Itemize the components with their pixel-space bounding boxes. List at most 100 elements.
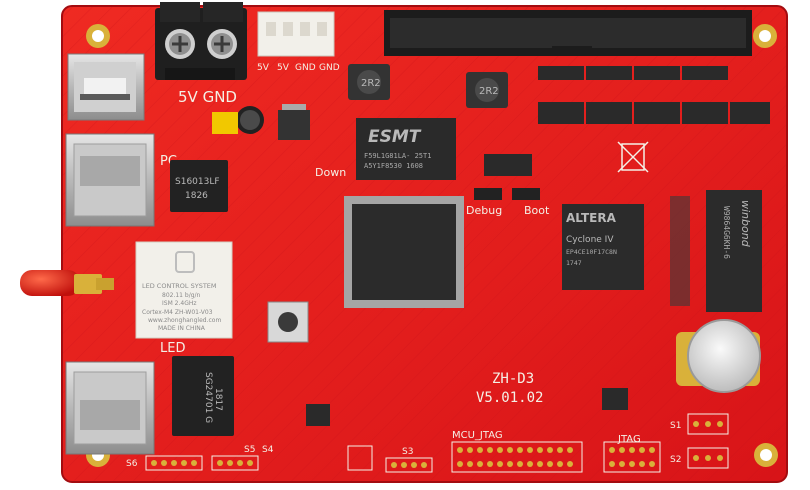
- pin-header-jtag: [603, 441, 661, 473]
- header-pin: [507, 447, 513, 453]
- header-pin: [629, 447, 635, 453]
- mcu-jtag-label: MCU_JTAG: [452, 430, 503, 441]
- header-pin: [693, 455, 699, 461]
- pin-header-s4: [347, 445, 373, 471]
- svg-text:SG24701 G: SG24701 G: [203, 372, 213, 423]
- header-pin: [237, 460, 243, 466]
- header-pin: [191, 460, 197, 466]
- down-label: Down: [315, 166, 346, 179]
- header-pin: [567, 447, 573, 453]
- header-pin: [639, 461, 645, 467]
- svg-text:MADE IN CHINA: MADE IN CHINA: [158, 325, 206, 332]
- s4-label: S4: [262, 445, 274, 455]
- fpga-chip: ALTERA Cyclone IV EP4CE10F17C8N 1747: [562, 204, 644, 290]
- pin-header-s6: [145, 455, 203, 471]
- header-pin: [171, 460, 177, 466]
- s5-label: S5: [244, 445, 255, 455]
- header-pin: [649, 447, 655, 453]
- header-pin: [411, 462, 417, 468]
- header-pin: [477, 461, 483, 467]
- svg-text:EP4CE10F17C8N: EP4CE10F17C8N: [566, 248, 617, 256]
- mounting-hole: [754, 443, 778, 467]
- model-label: ZH-D3: [492, 371, 534, 387]
- header-pin: [507, 461, 513, 467]
- svg-text:Cyclone IV: Cyclone IV: [566, 235, 614, 245]
- header-pin: [649, 461, 655, 467]
- header-pin: [487, 461, 493, 467]
- svg-text:ESMT: ESMT: [368, 127, 422, 147]
- header-pin: [693, 421, 699, 427]
- mounting-hole: [753, 24, 777, 48]
- header-pin: [527, 447, 533, 453]
- reset-button[interactable]: [267, 301, 309, 343]
- svg-text:F59L1G81LA- 25T1: F59L1G81LA- 25T1: [364, 152, 431, 160]
- weee-symbol: [617, 141, 649, 173]
- version-label: V5.01.02: [476, 390, 543, 406]
- power-terminal: [155, 2, 247, 80]
- svg-text:2R2: 2R2: [361, 78, 381, 89]
- header-pin: [717, 455, 723, 461]
- header-pin: [705, 455, 711, 461]
- pin-header-s3: [385, 457, 433, 473]
- debug-label: Debug: [466, 204, 502, 217]
- header-pin: [457, 447, 463, 453]
- s1-label: S1: [670, 421, 681, 431]
- coin-battery: [676, 319, 761, 393]
- svg-text:1826: 1826: [185, 191, 208, 201]
- s3-label: S3: [402, 447, 413, 457]
- s2-label: S2: [670, 455, 681, 465]
- header-pin: [629, 461, 635, 467]
- header-pin: [557, 447, 563, 453]
- flash-chip: ESMT F59L1G81LA- 25T1 A5Y1F8530 1608: [356, 118, 456, 180]
- header-pin: [609, 447, 615, 453]
- header-label-5v-b: 5V: [277, 63, 290, 73]
- svg-text:1747: 1747: [566, 259, 582, 267]
- led-label: LED: [160, 341, 185, 356]
- svg-text:www.zhonghangled.com: www.zhonghangled.com: [148, 317, 221, 324]
- header-pin: [557, 461, 563, 467]
- header-pin: [639, 447, 645, 453]
- header-pin: [609, 461, 615, 467]
- header-pin: [547, 461, 553, 467]
- header-pin: [467, 447, 473, 453]
- header-pin: [619, 461, 625, 467]
- svg-text:802.11 b/g/n: 802.11 b/g/n: [162, 292, 201, 299]
- header-pin: [181, 460, 187, 466]
- header-pin: [567, 461, 573, 467]
- svg-text:winbond: winbond: [739, 200, 752, 248]
- header-pin: [247, 460, 253, 466]
- header-pin: [477, 447, 483, 453]
- header-label-gnd-b: GND: [319, 63, 340, 73]
- header-pin: [619, 447, 625, 453]
- svg-text:W9864G6KH-6: W9864G6KH-6: [722, 206, 731, 259]
- svg-text:Cortex-M4 ZH-W01-V03: Cortex-M4 ZH-W01-V03: [142, 309, 213, 316]
- inductor: 2R2: [348, 64, 390, 100]
- header-pin: [421, 462, 427, 468]
- header-pin: [537, 447, 543, 453]
- debug-header: [474, 188, 540, 200]
- header-pin: [517, 447, 523, 453]
- jtag-label: JTAG: [617, 434, 641, 445]
- transformer-bottom: SG24701 G 1817: [172, 356, 234, 436]
- header-label-5v-a: 5V: [257, 63, 270, 73]
- header-pin: [467, 461, 473, 467]
- svg-text:A5Y1F8530 1608: A5Y1F8530 1608: [364, 162, 423, 170]
- header-pin: [457, 461, 463, 467]
- buffer-ics: [538, 66, 770, 124]
- ethernet-port-led: [65, 361, 155, 455]
- header-pin: [401, 462, 407, 468]
- svg-text:1817: 1817: [213, 388, 223, 411]
- transformer-top: S16013LF 1826: [170, 160, 228, 212]
- inductor: 2R2: [466, 72, 508, 108]
- header-pin: [487, 447, 493, 453]
- capacitor: [212, 106, 264, 134]
- svg-text:LED CONTROL SYSTEM: LED CONTROL SYSTEM: [142, 282, 217, 290]
- resistor-array: [670, 196, 690, 306]
- header-pins: [151, 421, 723, 468]
- header-pin: [161, 460, 167, 466]
- header-pin: [217, 460, 223, 466]
- svg-text:ALTERA: ALTERA: [566, 211, 617, 225]
- small-ic: [306, 404, 330, 426]
